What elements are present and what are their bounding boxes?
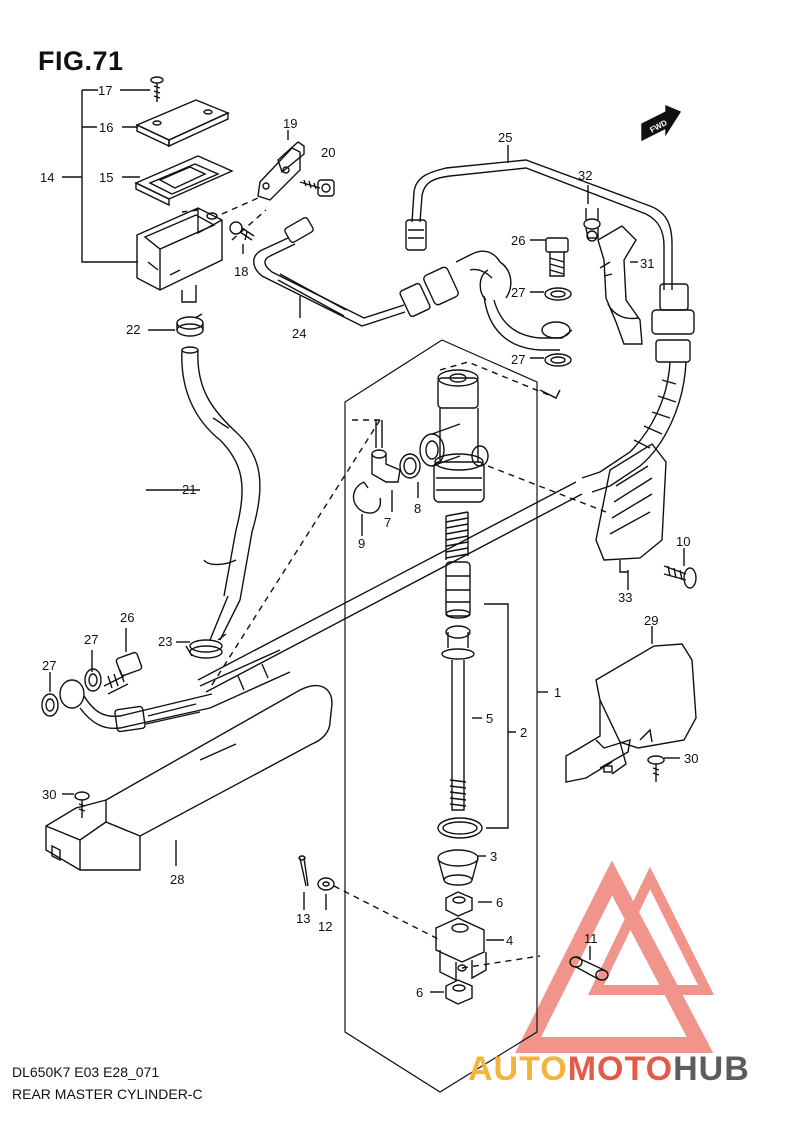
nut-6-upper (445, 891, 473, 917)
cotter-pin-13 (298, 855, 309, 887)
clevis-4 (435, 917, 487, 982)
nut-6-lower (445, 979, 473, 1005)
diagram-caption: REAR MASTER CYLINDER-C (12, 1086, 203, 1102)
label-11: 11 (584, 931, 598, 946)
label-21: 21 (182, 482, 196, 497)
bolt-20 (299, 179, 335, 197)
label-27-upper-b: 27 (511, 352, 525, 367)
circlip-2 (437, 817, 483, 839)
label-4: 4 (506, 933, 513, 948)
label-10: 10 (676, 534, 690, 549)
bracket-19 (257, 130, 305, 201)
spring-piston (445, 511, 471, 619)
label-6-lower: 6 (416, 985, 423, 1000)
pipe-25 (405, 159, 673, 290)
label-3: 3 (490, 849, 497, 864)
circlip-9 (352, 481, 382, 514)
bracket-31 (597, 225, 643, 345)
label-12: 12 (318, 919, 332, 934)
label-1: 1 (554, 685, 561, 700)
screw-17 (150, 76, 164, 102)
washer-12 (317, 877, 335, 891)
banjo-fitting-upper (479, 237, 573, 367)
hose-right (581, 283, 695, 493)
watermark-triangle (515, 860, 715, 1053)
label-5: 5 (486, 711, 493, 726)
label-27-upper-a: 27 (511, 285, 525, 300)
reservoir-body-14 (136, 207, 223, 303)
label-29: 29 (644, 613, 658, 628)
banjo-fitting-lower (41, 649, 291, 733)
label-17: 17 (98, 83, 112, 98)
label-30-right: 30 (684, 751, 698, 766)
heel-guard-33 (595, 443, 667, 573)
label-26-lower: 26 (120, 610, 134, 625)
assembly-frame (344, 339, 538, 1093)
brake-rod-diagonal (197, 481, 583, 693)
label-8: 8 (414, 501, 421, 516)
watermark-logo: AUTOMOTOHUB (468, 1050, 750, 1089)
label-18: 18 (234, 264, 248, 279)
label-14: 14 (40, 170, 54, 185)
cover-29 (565, 643, 697, 783)
screw-30-left (74, 791, 90, 818)
reservoir-cap-16 (135, 99, 230, 148)
push-rod-5 (441, 625, 475, 811)
watermark-auto: AUTO (468, 1050, 568, 1088)
hose-24 (253, 216, 501, 327)
screw-30-right (647, 755, 665, 782)
oring-8 (399, 453, 421, 479)
label-7: 7 (384, 515, 391, 530)
label-23: 23 (158, 634, 172, 649)
label-22: 22 (126, 322, 140, 337)
hose-21 (181, 346, 261, 641)
watermark-hub: HUB (673, 1050, 750, 1088)
label-32: 32 (578, 168, 592, 183)
cylinder-body (419, 369, 489, 503)
label-26-upper: 26 (511, 233, 525, 248)
leader-2 (484, 603, 516, 829)
part-labels: 17 16 14 15 19 20 18 25 32 26 31 27 27 2… (40, 83, 698, 1000)
bolt-18 (229, 221, 255, 254)
label-31: 31 (640, 256, 654, 271)
label-20: 20 (321, 145, 335, 160)
watermark-moto: MOTO (567, 1050, 674, 1088)
label-25: 25 (498, 130, 512, 145)
model-code: DL650K7 E03 E28_071 (12, 1064, 160, 1080)
figure-title: FIG.71 (38, 46, 124, 76)
label-30-left: 30 (42, 787, 56, 802)
diaphragm-15 (134, 155, 234, 207)
label-27-lower-a: 27 (84, 632, 98, 647)
label-27-lower-b: 27 (42, 658, 56, 673)
label-2: 2 (520, 725, 527, 740)
label-6-upper: 6 (496, 895, 503, 910)
label-19: 19 (283, 116, 297, 131)
pin-11 (569, 956, 609, 981)
leader-14 (62, 89, 150, 263)
screw-10 (663, 565, 697, 589)
label-24: 24 (292, 326, 306, 341)
connector-7 (371, 420, 401, 483)
fwd-arrow-tag (641, 104, 682, 142)
label-16: 16 (99, 120, 113, 135)
label-33: 33 (618, 590, 632, 605)
label-13: 13 (296, 911, 310, 926)
boot-3 (437, 849, 479, 886)
guide-dash-top (181, 197, 267, 241)
cover-28 (45, 685, 333, 871)
clamp-23 (185, 633, 227, 659)
label-15: 15 (99, 170, 113, 185)
label-9: 9 (358, 536, 365, 551)
clamp-22 (176, 313, 204, 337)
label-28: 28 (170, 872, 184, 887)
bolt-32 (583, 208, 601, 242)
